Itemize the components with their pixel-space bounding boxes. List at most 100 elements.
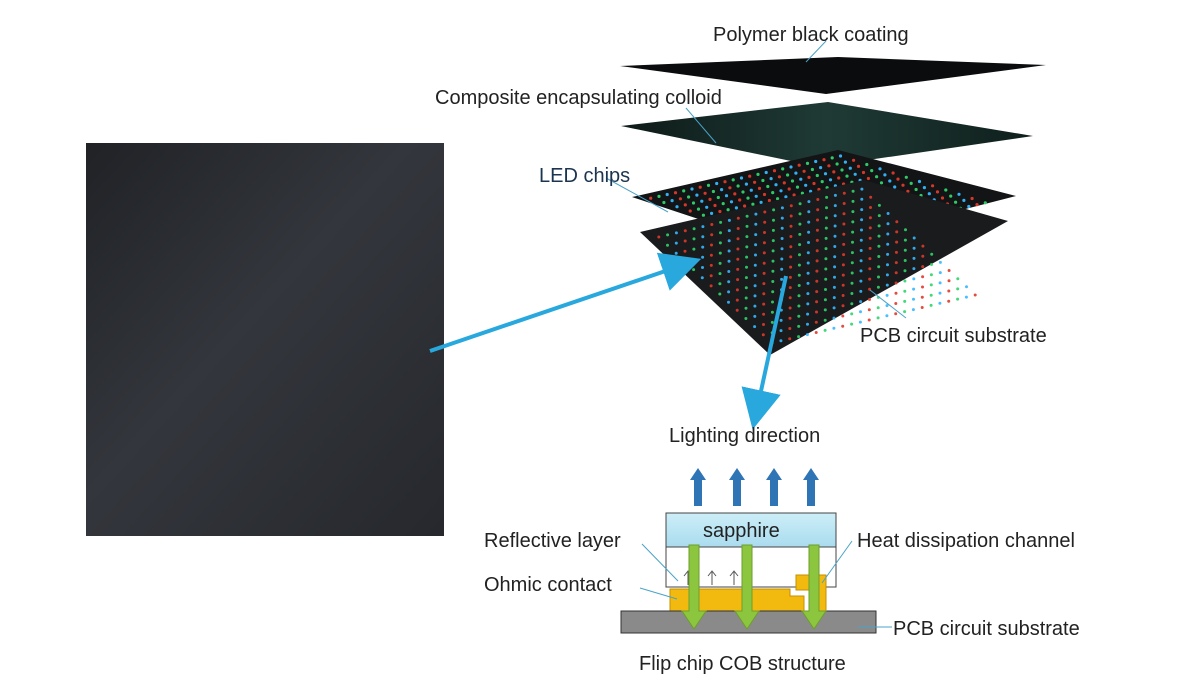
led-dot (692, 227, 696, 231)
led-dot (815, 290, 819, 294)
led-dot (859, 279, 863, 283)
led-dot (690, 187, 694, 191)
led-dot (833, 245, 837, 248)
led-dot (802, 169, 806, 173)
led-dot (861, 170, 866, 175)
led-dot (957, 192, 961, 196)
led-dot (800, 191, 805, 195)
led-dot (848, 166, 852, 170)
led-dot (696, 207, 701, 211)
led-dot (885, 304, 889, 308)
led-dot (920, 306, 924, 309)
led-dot (859, 310, 862, 314)
led-dot (710, 243, 713, 247)
led-dot (877, 255, 881, 258)
led-dot (975, 203, 979, 207)
led-dot (761, 178, 765, 183)
led-dot (812, 181, 816, 186)
led-dot (895, 230, 899, 234)
led-dot (764, 170, 768, 175)
led-dot (956, 287, 960, 291)
led-dot (944, 188, 948, 192)
led-dot (842, 253, 846, 257)
led-dot (895, 240, 899, 244)
led-dot (728, 186, 732, 190)
led-dot (759, 200, 763, 204)
led-dot (859, 289, 863, 293)
led-dot (771, 228, 775, 232)
led-dot (688, 209, 692, 213)
led-dot (807, 200, 811, 204)
led-dot (894, 250, 898, 254)
led-dot (938, 291, 942, 295)
led-dot (753, 263, 757, 267)
led-dot (779, 339, 783, 343)
led-dot (824, 216, 828, 220)
led-dot (886, 212, 890, 215)
led-dot (841, 314, 845, 318)
led-dot (757, 186, 762, 190)
led-dot (744, 276, 748, 280)
led-dot (731, 178, 735, 182)
led-dot (894, 271, 898, 275)
led-dot (698, 185, 702, 189)
led-dot (912, 256, 916, 260)
led-dot (869, 195, 873, 199)
led-dot (850, 322, 854, 326)
led-dot (762, 251, 766, 255)
led-dot (779, 329, 783, 333)
led-dot (947, 269, 951, 272)
led-dot (825, 195, 829, 199)
led-dot (701, 213, 706, 217)
led-dot (807, 230, 811, 234)
led-dot (751, 202, 755, 206)
led-dot (738, 198, 742, 202)
led-dot (745, 265, 748, 269)
led-dot (867, 308, 871, 312)
led-dot (780, 267, 784, 271)
led-dot (841, 294, 845, 297)
led-dot (749, 188, 753, 192)
led-dot (840, 168, 844, 172)
led-dot (823, 318, 827, 322)
label-ohmic-contact: Ohmic contact (484, 574, 612, 596)
leader-polymer (805, 40, 827, 63)
led-dot (868, 298, 871, 301)
led-dot (665, 192, 669, 197)
led-dot (762, 261, 766, 265)
led-dot (912, 277, 916, 281)
led-dot (850, 302, 854, 306)
led-dot (718, 241, 722, 245)
led-dot (868, 277, 872, 281)
led-dot (947, 279, 951, 283)
led-dot (877, 214, 881, 218)
led-dot (769, 177, 773, 181)
led-dot (830, 156, 834, 160)
leader-heat-dissipation (821, 540, 853, 584)
led-dot (762, 292, 766, 296)
led-dot (868, 216, 872, 220)
led-dot (886, 232, 890, 236)
led-dot (868, 246, 872, 250)
led-dot (701, 266, 704, 269)
led-dot (798, 212, 802, 216)
led-dot (753, 284, 757, 288)
led-dot (853, 172, 857, 176)
led-dot (886, 263, 889, 267)
led-dot (762, 302, 766, 306)
led-dot (903, 248, 907, 252)
led-dot (824, 257, 828, 261)
light-emission-arrows (690, 468, 819, 506)
led-dot (708, 197, 712, 201)
led-dot (715, 181, 719, 186)
led-dot (797, 263, 801, 267)
led-dot (938, 281, 942, 285)
led-dot (727, 259, 731, 263)
led-dot (850, 281, 854, 285)
led-dot (784, 195, 788, 199)
led-dot (930, 263, 933, 266)
led-dot (673, 191, 678, 195)
led-dot (868, 236, 872, 240)
led-dot (797, 335, 801, 339)
led-dot (734, 206, 739, 210)
